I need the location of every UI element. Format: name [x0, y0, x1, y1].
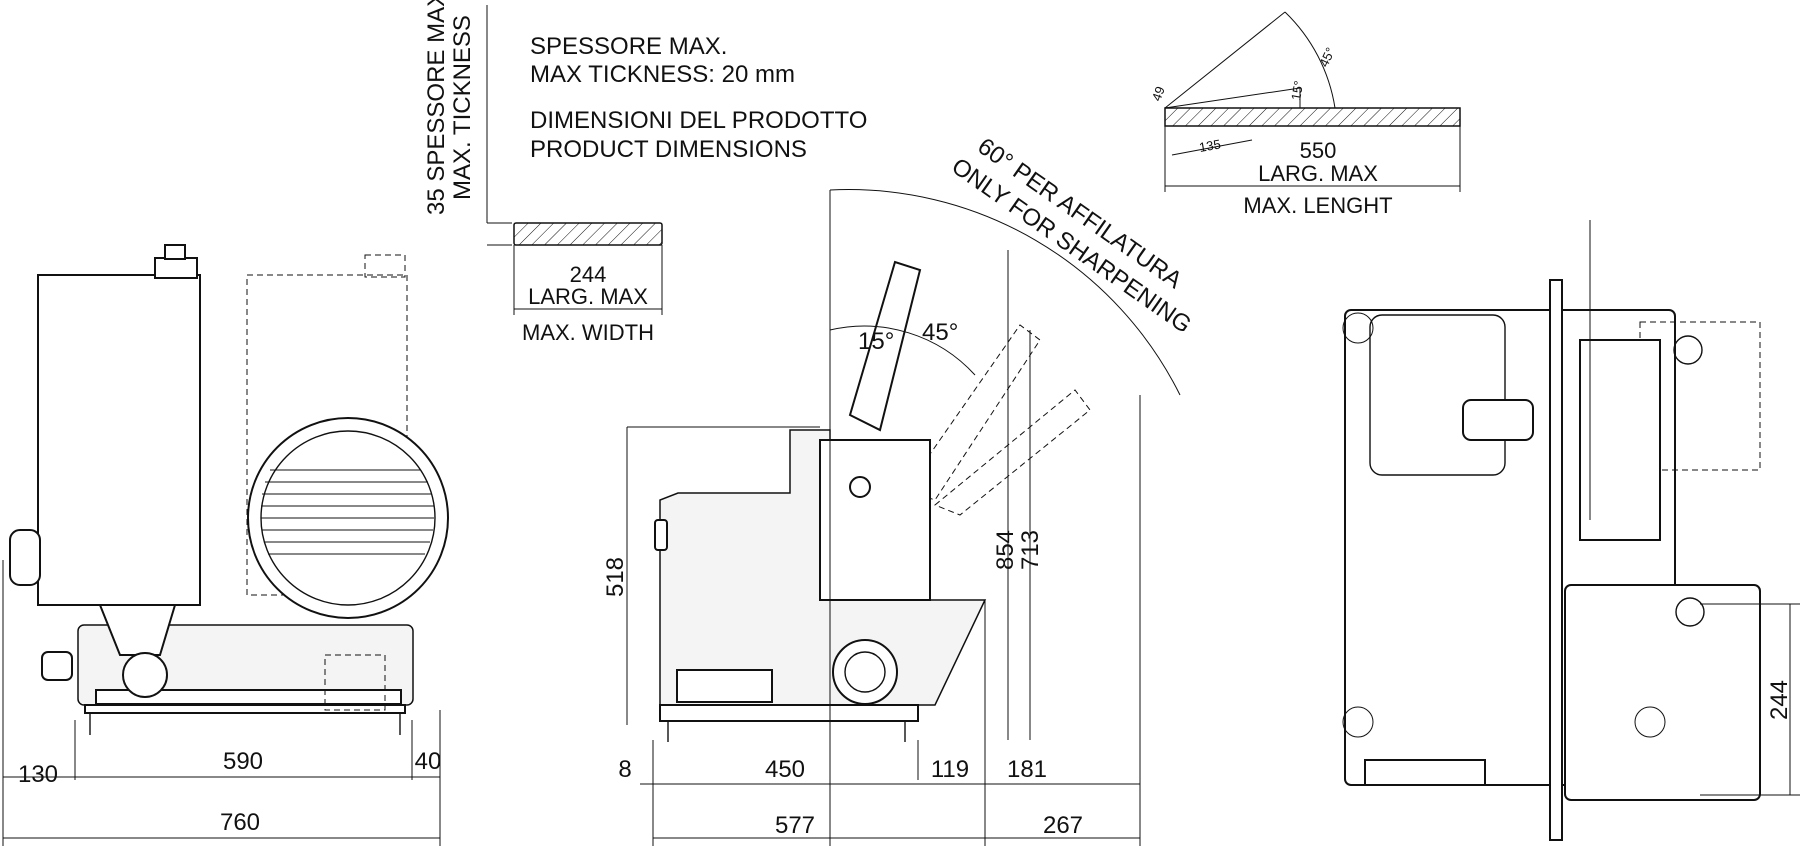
small-piece-width: 244: [570, 262, 607, 287]
small-piece-width-label: MAX. WIDTH: [522, 320, 654, 345]
front-view-drawing: 130 590 40 760: [2, 244, 449, 846]
large-piece-dim-49: 49: [1149, 84, 1168, 103]
small-slice-piece: [513, 222, 663, 246]
side-dim-577: 577: [775, 812, 815, 839]
side-thickness-label-it: 35 SPESSORE MAX: [423, 0, 450, 215]
side-dim-181: 181: [1007, 756, 1047, 783]
large-piece-dim-135: 135: [1198, 136, 1222, 155]
front-dim-130: 130: [18, 761, 58, 788]
large-piece-angle-45: 45°: [1316, 45, 1338, 69]
large-piece-larg-label: LARG. MAX: [1258, 161, 1378, 186]
side-dim-854: 854: [992, 530, 1019, 570]
large-piece-angle-15: 15°: [1288, 80, 1306, 102]
side-dim-518: 518: [602, 557, 629, 597]
large-piece-length-label: MAX. LENGHT: [1243, 193, 1392, 218]
sharpening-label-en: ONLY FOR SHARPENING: [947, 153, 1197, 339]
max-thickness-title: SPESSORE MAX.: [530, 33, 727, 60]
side-dim-119: 119: [931, 756, 969, 783]
side-blade-guard: [819, 439, 931, 601]
front-dim-760: 760: [220, 809, 260, 836]
side-dim-450: 450: [765, 756, 805, 783]
front-carriage: [37, 274, 201, 606]
side-thickness-label-en: MAX. TICKNESS: [449, 15, 476, 200]
small-piece-diagram: 244 LARG. MAX MAX. WIDTH: [513, 222, 663, 345]
side-view-drawing: 60° PER AFFILATURA ONLY FOR SHARPENING 1…: [602, 133, 1196, 846]
large-piece-diagram: 49 135 15° 45° 550 LARG. MAX MAX. LENGHT: [1149, 11, 1461, 218]
front-dim-40: 40: [415, 748, 442, 775]
side-dim-8: 8: [618, 756, 631, 783]
front-dim-590: 590: [223, 748, 263, 775]
dimensions-title-it: DIMENSIONI DEL PRODOTTO: [530, 107, 867, 134]
side-angle-15: 15°: [858, 328, 894, 355]
max-thickness-value: MAX TICKNESS: 20 mm: [530, 61, 795, 88]
large-piece-length: 550: [1300, 138, 1337, 163]
top-dim-244: 244: [1766, 680, 1793, 720]
side-dim-267: 267: [1043, 812, 1083, 839]
top-view-drawing: 244: [1342, 220, 1800, 841]
dimensions-title-en: PRODUCT DIMENSIONS: [530, 136, 807, 163]
side-tilted-carriage: [848, 260, 922, 432]
side-dim-713: 713: [1017, 530, 1044, 570]
side-angle-45: 45°: [922, 319, 958, 346]
small-piece-larg-label: LARG. MAX: [528, 284, 648, 309]
large-slice-piece: [1164, 107, 1461, 127]
